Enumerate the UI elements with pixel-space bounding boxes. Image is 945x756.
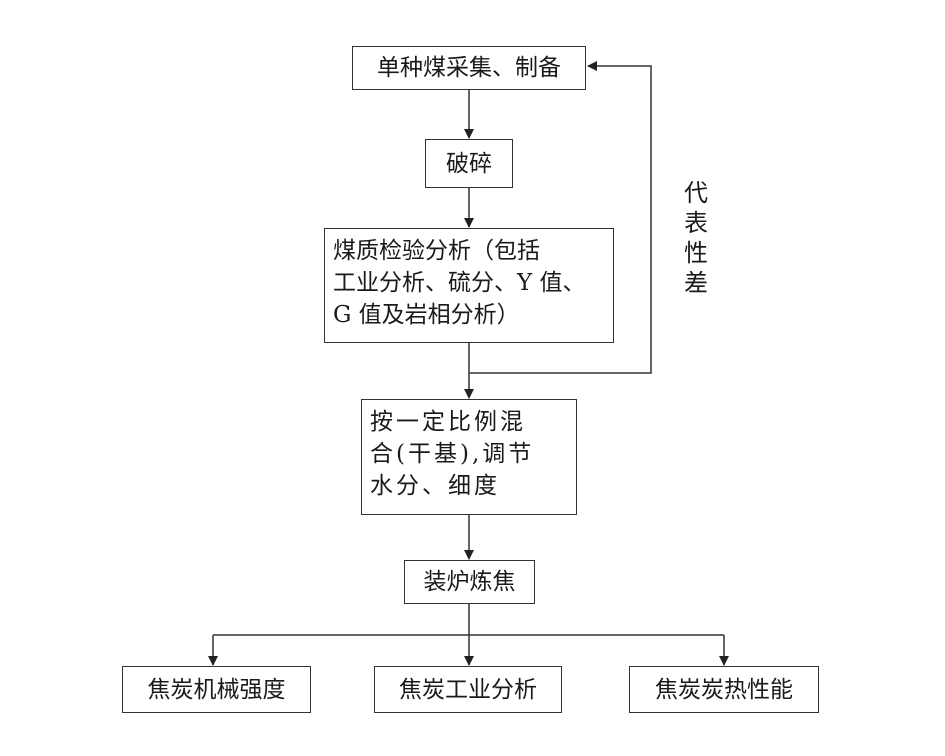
node-coke-thermal-properties: 焦炭炭热性能 <box>629 666 819 713</box>
node-coke-proximate-analysis: 焦炭工业分析 <box>374 666 562 713</box>
node-coal-quality-analysis: 煤质检验分析（包括 工业分析、硫分、Y 值、 G 值及岩相分析） <box>324 228 614 343</box>
feedback-label-char-3: 性 <box>684 239 708 267</box>
node-coal-collection-label: 单种煤采集、制备 <box>377 55 561 81</box>
feedback-label-char-1: 代 <box>684 179 708 207</box>
node-coal-collection: 单种煤采集、制备 <box>352 46 586 90</box>
feedback-label: 代 表 性 差 <box>676 178 716 298</box>
feedback-loop-line <box>469 61 652 374</box>
node-coke-mechanical-strength: 焦炭机械强度 <box>122 666 311 713</box>
node-coking-label: 装炉炼焦 <box>423 569 516 595</box>
node-coking: 装炉炼焦 <box>404 560 535 604</box>
node-blending-line-2: 合(干基),调节 <box>370 441 535 467</box>
node-coal-quality-analysis-line-1: 煤质检验分析（包括 <box>333 238 540 264</box>
node-coal-quality-analysis-line-2: 工业分析、硫分、Y 值、 <box>333 270 586 296</box>
node-coke-mechanical-strength-label: 焦炭机械强度 <box>147 676 286 703</box>
node-blending-line-3: 水分、细度 <box>370 473 500 499</box>
node-crushing: 破碎 <box>425 139 513 188</box>
node-blending: 按一定比例混 合(干基),调节 水分、细度 <box>361 399 577 515</box>
node-blending-line-1: 按一定比例混 <box>370 409 526 435</box>
node-coke-proximate-analysis-label: 焦炭工业分析 <box>399 676 537 703</box>
feedback-label-char-2: 表 <box>684 209 708 237</box>
node-coke-thermal-properties-label: 焦炭炭热性能 <box>655 676 793 703</box>
node-coal-quality-analysis-line-3: G 值及岩相分析） <box>333 302 520 328</box>
feedback-label-char-4: 差 <box>684 269 708 297</box>
node-crushing-label: 破碎 <box>446 150 492 177</box>
